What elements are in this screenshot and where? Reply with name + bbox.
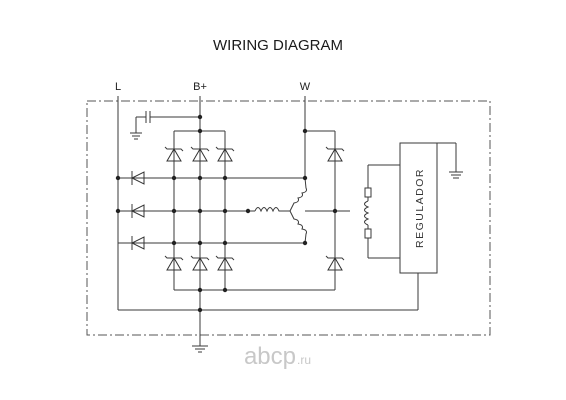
diagram-title: WIRING DIAGRAM xyxy=(213,37,343,54)
watermark-brand: abcp xyxy=(244,343,296,370)
upper-zener-diodes xyxy=(164,146,345,162)
watermark-domain: .ru xyxy=(297,353,311,367)
watermark-logo: abcp .ru xyxy=(244,343,311,370)
regulator-label: REGULADOR xyxy=(414,168,426,248)
terminal-stems xyxy=(117,96,306,346)
lower-zener-diodes xyxy=(164,255,345,271)
terminal-b-plus-label: B+ xyxy=(193,81,207,93)
bottom-return-wiring xyxy=(118,273,419,311)
main-ground-symbol xyxy=(192,345,208,353)
terminal-l-label: L xyxy=(115,81,121,93)
field-coil-circuit xyxy=(335,164,400,259)
capacitor xyxy=(130,111,200,140)
stator-winding xyxy=(254,166,307,244)
alternator-housing-outline xyxy=(86,100,491,336)
regulator-ground-symbol xyxy=(437,142,463,179)
terminal-w-label: W xyxy=(300,81,311,93)
junction-dots xyxy=(115,114,338,313)
exciter-diodes xyxy=(118,171,305,250)
